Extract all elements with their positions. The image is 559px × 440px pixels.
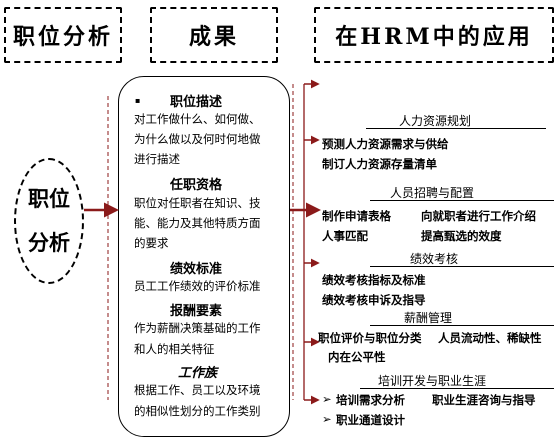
performance-appraisal-line1: 绩效考核指标及标准: [322, 273, 426, 287]
job-description-title: 职位描述: [170, 95, 223, 110]
recruitment-underline: [370, 200, 554, 201]
training-arrow-icon-2: ➢: [322, 412, 332, 426]
hr-planning-line1: 预测人力资源需求与供给: [322, 137, 449, 151]
compensation-mgmt-underline: [370, 325, 554, 326]
header-job-analysis-label: 职位分析: [12, 24, 113, 50]
compensation-mgmt-line2: 内在公平性: [328, 350, 386, 364]
qualifications-line2: 能、能力及其他特质方面: [134, 216, 261, 230]
oval-line2: 分析: [28, 230, 70, 255]
job-family-title: 工作族: [178, 366, 218, 381]
hr-planning-underline: [366, 128, 546, 129]
compensation-factor-title: 报酬要素: [170, 304, 223, 319]
training-career-line1a: 培训需求分析: [336, 393, 405, 407]
training-career-title: 培训开发与职业生涯: [378, 374, 487, 388]
performance-appraisal-underline: [370, 266, 554, 267]
training-arrow-icon-1: ➢: [322, 392, 332, 406]
header-results-label: 成果: [188, 24, 239, 50]
oval-line1: 职位: [28, 186, 70, 211]
training-career-line1b: 职业生涯咨询与指导: [432, 393, 536, 407]
job-analysis-oval: 职位 分析: [14, 158, 84, 284]
recruitment-title: 人员招聘与配置: [390, 186, 475, 200]
job-description-line2: 为什么做以及何时何地做: [134, 132, 261, 146]
recruitment-line1a: 制作申请表格: [322, 209, 391, 223]
training-career-line2: 职业通道设计: [336, 413, 405, 427]
performance-standard-line1: 员工工作绩效的评价标准: [134, 279, 261, 293]
compensation-factor-line2: 和人的相关特征: [134, 342, 215, 356]
bullet-icon: ▪: [135, 96, 141, 105]
compensation-mgmt-line1b: 人员流动性、稀缺性: [438, 331, 542, 345]
qualifications-line3: 的要求: [134, 236, 169, 250]
job-description-line1: 对工作做什么、如何做、: [134, 112, 261, 126]
job-description-line3: 进行描述: [134, 152, 180, 166]
compensation-mgmt-title: 薪酬管理: [404, 311, 453, 325]
header-job-analysis: 职位分析: [4, 7, 122, 63]
header-results: 成果: [150, 7, 278, 63]
recruitment-line1b: 向就职者进行工作介绍: [421, 209, 536, 223]
performance-appraisal-line2: 绩效考核申诉及指导: [322, 293, 426, 307]
compensation-mgmt-line1a: 职位评价与职位分类: [318, 331, 422, 345]
recruitment-line2a: 人事匹配: [322, 229, 368, 243]
job-family-line2: 的相似性划分的工作类别: [134, 404, 261, 418]
compensation-factor-line1: 作为薪酬决策基础的工作: [134, 321, 261, 335]
hr-planning-title: 人力资源规划: [399, 114, 472, 128]
training-career-underline: [360, 388, 554, 389]
performance-appraisal-title: 绩效考核: [410, 252, 459, 266]
job-family-line1: 根据工作、员工以及环境: [134, 383, 261, 397]
recruitment-line2b: 提高甄选的效度: [421, 229, 502, 243]
hr-planning-line2: 制订人力资源存量清单: [322, 157, 437, 171]
performance-standard-title: 绩效标准: [170, 262, 223, 277]
qualifications-title: 任职资格: [170, 178, 223, 193]
qualifications-line1: 职位对任职者在知识、技: [134, 196, 261, 210]
results-column: [118, 76, 290, 437]
header-hrm-application: 在HRM中的应用: [314, 7, 554, 63]
header-hrm-application-label: 在HRM中的应用: [335, 24, 533, 50]
